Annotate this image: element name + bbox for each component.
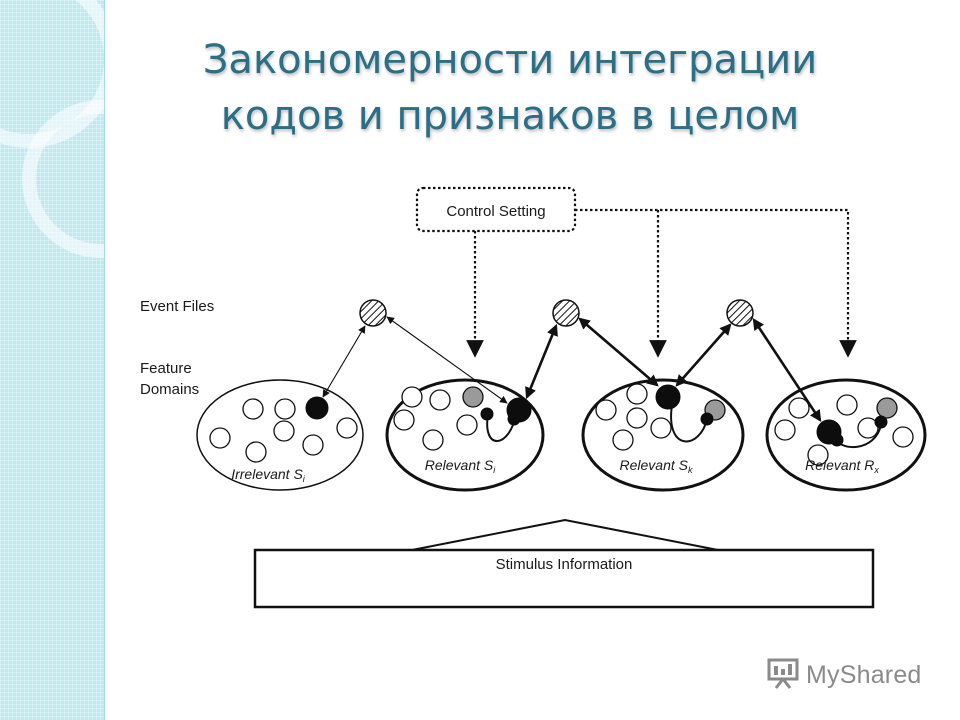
feature-node [857,417,879,439]
event-file-node [359,299,387,327]
weak-binding-arrow [322,325,366,398]
feature-node [242,398,264,420]
event-file-nodes [359,299,754,327]
title-line: кодов и признаков в целом [220,93,800,139]
feature-node [626,407,648,429]
event-file-node [552,299,580,327]
weak-binding-arrows [322,316,508,404]
event-files-label: Event Files [140,298,214,315]
event-file-node [726,299,754,327]
title-line: Закономерности интеграции [202,37,818,83]
feature-node [892,426,914,448]
feature-node [336,417,358,439]
domain-label: Relevant Rx [805,457,879,475]
feature-node [595,399,617,421]
decorative-side-panel [0,0,105,720]
feature-node [422,429,444,451]
strong-binding-arrow [675,323,732,387]
active-feature-node [874,415,888,429]
active-feature-node [507,412,521,426]
feature-node [209,427,231,449]
control-connectors [466,208,857,358]
feature-node [836,394,858,416]
active-feature-node [830,433,844,447]
feature-domains-label: Domains [140,381,199,398]
watermark: MyShared [766,658,922,692]
strong-binding-arrow [752,318,822,422]
feature-node [245,441,267,463]
stimulus-information-label: Stimulus Information [496,556,633,573]
weak-binding-arrow [386,316,508,404]
active-feature-node [305,396,329,420]
strong-binding-arrow [525,323,558,400]
feature-domains-label: Feature [140,360,192,377]
domain-label: Relevant Si [425,457,497,475]
feature-node [650,417,672,439]
feature-node [429,389,451,411]
feature-node [807,444,829,466]
active-feature-node [655,384,681,410]
feature-node [401,386,423,408]
feature-node [456,414,478,436]
stimulus-information-box [253,548,875,609]
feature-node [393,409,415,431]
feature-node [626,383,648,405]
slide-title: Закономерности интеграции кодов и призна… [160,32,860,144]
domain-label: Irrelevant Si [231,466,306,484]
domain-label: Relevant Sk [620,457,694,475]
feature-nodes [209,383,914,466]
active-feature-node [700,412,714,426]
strong-binding-arrow [578,317,659,387]
control-setting-label: Control Setting [446,203,545,220]
feature-node [612,429,634,451]
feature-node [274,398,296,420]
grey-feature-node [876,397,898,419]
feature-node [774,419,796,441]
feature-node [273,420,295,442]
active-feature-node [480,407,494,421]
control-arrow [575,208,857,358]
strong-binding-arrows [525,317,822,422]
feature-node [302,434,324,456]
presentation-board-icon [766,657,800,694]
binding-curve [670,404,708,443]
grey-feature-node [462,386,484,408]
watermark-text: MyShared [806,660,922,689]
active-feature-nodes [305,384,888,447]
stimulus-peak [411,518,719,551]
